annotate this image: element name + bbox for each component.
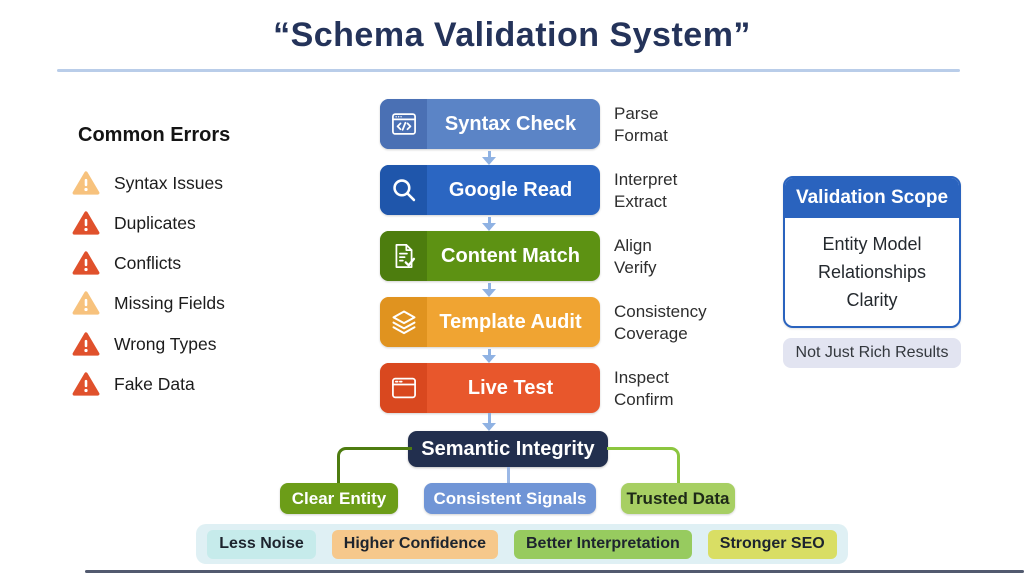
common-error-label: Fake Data [114, 373, 195, 394]
common-error-item: Fake Data [72, 370, 195, 398]
outcome-better-interpretation: Better Interpretation [514, 529, 692, 559]
scope-item: Entity Model [822, 233, 922, 254]
common-error-label: Conflicts [114, 252, 182, 273]
branch-label: Trusted Data [626, 488, 730, 508]
flow-arrow [482, 283, 496, 297]
common-errors-heading: Common Errors [78, 124, 231, 146]
step-syntax-check: Syntax Check [380, 99, 600, 149]
branch-trusted-data: Trusted Data [621, 483, 735, 514]
connector-middle [507, 467, 510, 483]
step-label: Content Match [441, 244, 580, 267]
validation-scope-heading: Validation Scope [785, 178, 959, 218]
validation-scope-card: Validation Scope Entity Model Relationsh… [783, 176, 961, 328]
connector-right [607, 447, 680, 486]
branch-label: Clear Entity [291, 488, 387, 508]
outcome-stronger-seo: Stronger SEO [707, 529, 837, 559]
step-content-match: Content Match [380, 231, 600, 281]
layers-icon [380, 297, 427, 347]
common-error-label: Syntax Issues [114, 172, 223, 193]
scope-item: Relationships [817, 261, 927, 282]
code-window-icon [380, 99, 427, 149]
browser-icon [380, 363, 427, 413]
common-error-item: Syntax Issues [72, 169, 223, 197]
step-label: Template Audit [439, 310, 582, 333]
error-triangle-icon [72, 331, 100, 357]
validation-scope-note: Not Just Rich Results [783, 338, 961, 368]
common-error-item: Missing Fields [72, 289, 225, 317]
step-label: Syntax Check [444, 112, 577, 135]
page-title: “Schema Validation System” [273, 16, 751, 54]
flow-arrow [482, 413, 496, 431]
step-google-read: Google Read [380, 165, 600, 215]
common-error-item: Duplicates [72, 209, 196, 237]
step-live-test: Live Test [380, 363, 600, 413]
connector-left [337, 447, 412, 486]
document-check-icon [380, 231, 427, 281]
outcome-less-noise: Less Noise [207, 529, 316, 559]
error-triangle-icon [72, 250, 100, 276]
flow-arrow [482, 217, 496, 231]
validation-scope-items: Entity Model Relationships Clarity [785, 218, 959, 326]
common-error-item: Wrong Types [72, 330, 216, 358]
warning-triangle-icon [72, 290, 100, 316]
error-triangle-icon [72, 210, 100, 236]
flow-arrow [482, 151, 496, 165]
common-error-label: Duplicates [114, 212, 196, 233]
outcomes-strip: Less Noise Higher Confidence Better Inte… [196, 524, 848, 564]
error-triangle-icon [72, 371, 100, 397]
title-divider [57, 69, 960, 72]
branch-label: Consistent Signals [433, 488, 587, 508]
common-error-item: Conflicts [72, 249, 181, 277]
common-error-label: Wrong Types [114, 333, 217, 354]
warning-triangle-icon [72, 170, 100, 196]
outcome-higher-confidence: Higher Confidence [331, 529, 498, 559]
semantic-integrity-box: Semantic Integrity [408, 431, 608, 467]
scope-item: Clarity [846, 289, 898, 310]
step-template-audit: Template Audit [380, 297, 600, 347]
branch-consistent-signals: Consistent Signals [424, 483, 596, 514]
common-error-label: Missing Fields [114, 292, 225, 313]
bottom-edge-line [85, 570, 1024, 573]
step-label: Live Test [467, 376, 554, 399]
branch-clear-entity: Clear Entity [280, 483, 398, 514]
step-label: Google Read [448, 178, 573, 201]
flow-arrow [482, 349, 496, 363]
magnifier-icon [380, 165, 427, 215]
